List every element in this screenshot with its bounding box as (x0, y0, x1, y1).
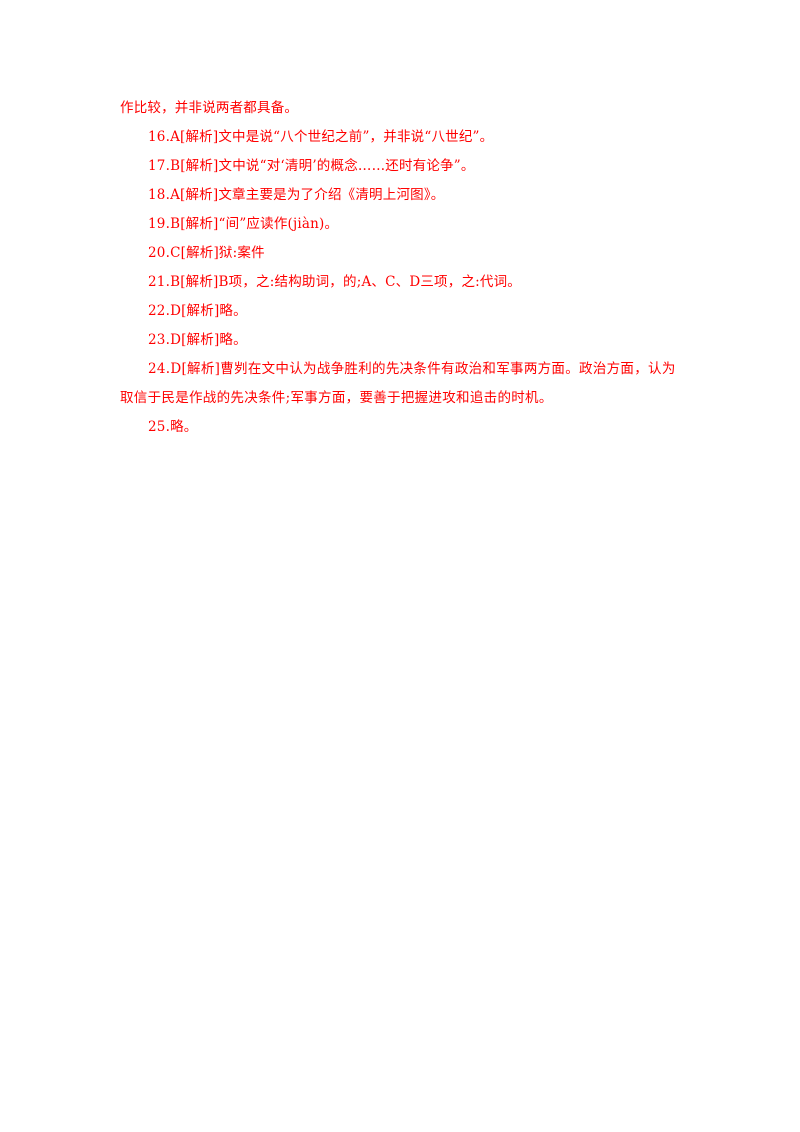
answer-21: 21.B[解析]B项，之:结构助词，的;A、C、D三项，之:代词。 (148, 274, 521, 290)
answer-16: 16.A[解析]文中是说“八个世纪之前”，并非说“八世纪”。 (148, 129, 494, 145)
answer-18: 18.A[解析]文章主要是为了介绍《清明上河图》。 (148, 187, 445, 203)
answer-22: 22.D[解析]略。 (148, 303, 247, 319)
answer-17: 17.B[解析]文中说“对‘清明’的概念……还时有论争”。 (148, 158, 475, 174)
answer-24: 24.D[解析]曹刿在文中认为战争胜利的先决条件有政治和军事两方面。政治方面，认… (120, 361, 676, 406)
answer-19: 19.B[解析]“间”应读作(jiàn)。 (148, 216, 339, 232)
continuation-line: 作比较，并非说两者都具备。 (120, 100, 299, 116)
answer-25: 25.略。 (148, 419, 198, 435)
answer-key-content: 作比较，并非说两者都具备。 16.A[解析]文中是说“八个世纪之前”，并非说“八… (120, 94, 682, 442)
answer-20: 20.C[解析]狱:案件 (148, 245, 265, 261)
answer-23: 23.D[解析]略。 (148, 332, 247, 348)
